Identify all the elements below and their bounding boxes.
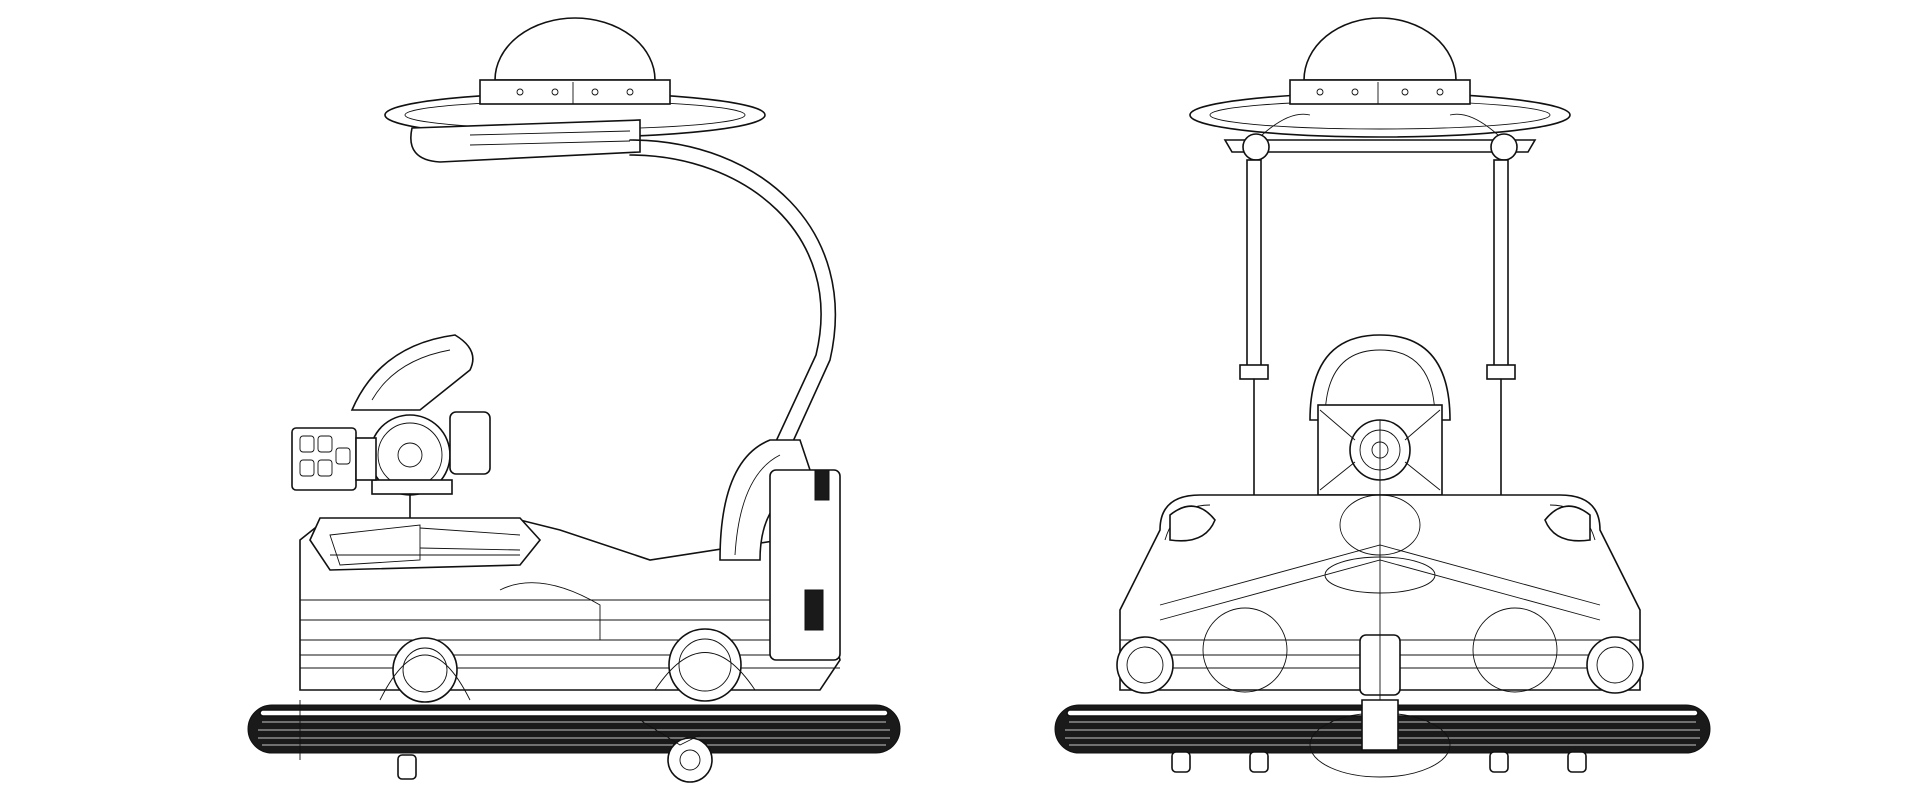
side-dome bbox=[494, 17, 656, 81]
front-wheels bbox=[1116, 607, 1644, 700]
side-control-box bbox=[291, 427, 377, 491]
front-seat-back bbox=[1309, 334, 1451, 421]
front-canopy-crossbar bbox=[1223, 139, 1537, 153]
side-column-mount bbox=[371, 479, 453, 495]
front-canopy-left-clamp bbox=[1242, 133, 1270, 161]
front-feet bbox=[1171, 699, 1587, 778]
front-pole-right bbox=[1493, 159, 1509, 371]
side-steering bbox=[291, 334, 491, 531]
front-left-handle bbox=[1169, 505, 1216, 542]
side-mast bbox=[629, 139, 836, 471]
side-caster bbox=[397, 719, 713, 783]
side-rear-wheel bbox=[654, 628, 756, 702]
front-canopy bbox=[1189, 17, 1571, 161]
front-right-handle bbox=[1544, 505, 1591, 542]
side-front-wheel bbox=[379, 637, 471, 703]
front-canopy-bolts bbox=[1316, 82, 1444, 104]
front-dome bbox=[1303, 17, 1457, 81]
side-gauge-housing bbox=[449, 411, 491, 475]
front-canopy-right-clamp bbox=[1490, 133, 1518, 161]
side-canopy-arm-mount bbox=[410, 119, 641, 163]
front-canopy-hub bbox=[1289, 79, 1471, 105]
side-canopy bbox=[384, 17, 766, 163]
front-pole-left bbox=[1246, 159, 1262, 371]
front-view bbox=[1054, 17, 1711, 778]
side-canopy-bolts bbox=[516, 82, 634, 104]
side-windshield bbox=[350, 334, 474, 411]
side-seat bbox=[719, 439, 841, 661]
side-front-bumper-top bbox=[309, 517, 542, 571]
side-bumper-ring bbox=[247, 700, 901, 760]
side-canopy-hub bbox=[479, 79, 671, 105]
side-view bbox=[247, 17, 901, 783]
